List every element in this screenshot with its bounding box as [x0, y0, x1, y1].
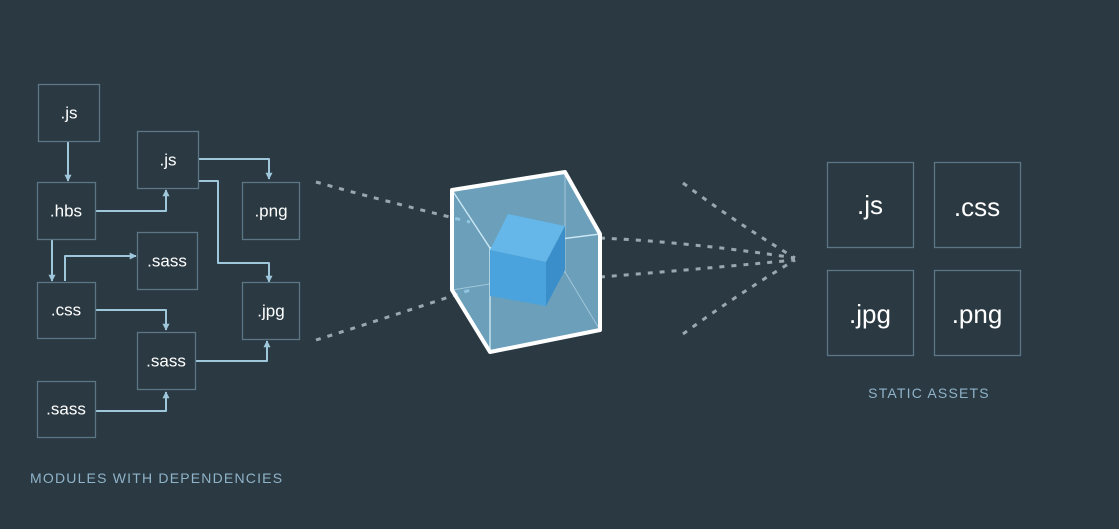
webpack-cube-icon	[450, 170, 602, 354]
asset-label: .jpg	[849, 299, 891, 329]
assets-caption: STATIC ASSETS	[868, 385, 990, 401]
dependency-arrow	[196, 340, 271, 362]
dependency-arrow	[198, 180, 273, 283]
dashed-line	[315, 288, 471, 342]
asset-label: .js	[857, 190, 883, 220]
asset-label: .css	[954, 192, 1000, 222]
module-box-jpg: .jpg	[241, 281, 301, 341]
module-label: .js	[160, 151, 177, 170]
dashed-line	[315, 180, 471, 224]
module-label: .jpg	[257, 302, 284, 321]
module-box-sass-upper: .sass	[136, 231, 199, 291]
module-label: .sass	[147, 252, 187, 271]
dependency-arrow	[96, 309, 170, 331]
module-box-js-top: .js	[37, 83, 101, 143]
dashed-line	[682, 181, 796, 260]
module-label: .css	[51, 301, 81, 320]
static-assets: .js .css .jpg .png STATIC ASSETS	[826, 161, 1022, 401]
module-box-hbs: .hbs	[36, 181, 97, 241]
dashed-line	[599, 236, 796, 260]
module-box-sass-middle: .sass	[136, 331, 197, 391]
dependency-arrow	[96, 391, 170, 412]
module-graph: .js .js .hbs .png .sass .css .jpg .sass	[30, 83, 301, 486]
module-box-js: .js	[136, 130, 200, 190]
dashed-line	[599, 258, 796, 279]
module-label: .js	[61, 104, 78, 123]
asset-box-js: .js	[826, 161, 915, 249]
dependency-arrow	[64, 252, 137, 281]
module-label: .hbs	[50, 202, 82, 221]
module-box-css: .css	[36, 281, 97, 340]
module-label: .sass	[46, 400, 86, 419]
flow-dashes	[315, 180, 796, 342]
module-box-png: .png	[241, 181, 301, 241]
module-label: .sass	[146, 352, 186, 371]
asset-label: .png	[952, 299, 1003, 329]
asset-box-jpg: .jpg	[826, 269, 915, 357]
module-label: .png	[254, 202, 287, 221]
asset-box-css: .css	[933, 161, 1022, 249]
module-box-sass-lower: .sass	[36, 380, 97, 439]
dependency-arrows	[48, 141, 273, 412]
dependency-arrow	[198, 158, 273, 180]
modules-caption: MODULES WITH DEPENDENCIES	[30, 470, 283, 486]
dependency-arrow	[96, 189, 170, 212]
dashed-line	[682, 258, 796, 336]
asset-box-png: .png	[933, 269, 1022, 357]
